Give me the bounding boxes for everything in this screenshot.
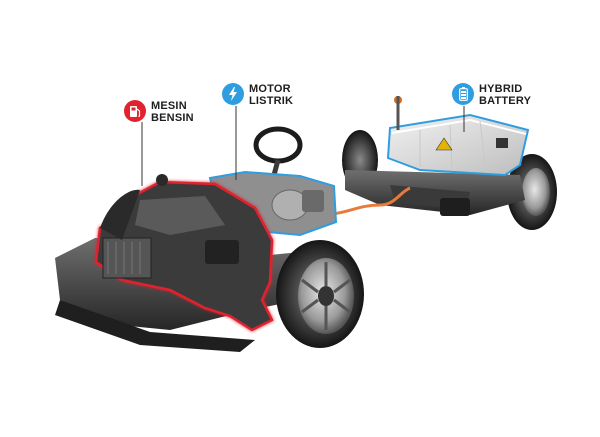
hybrid-battery-pack	[386, 96, 530, 177]
label-petrol-engine: MESIN BENSIN	[124, 100, 194, 124]
front-left-wheel	[100, 189, 140, 240]
label-line-1: MOTOR	[249, 83, 291, 95]
label-line-1: MESIN	[151, 100, 187, 112]
label-line-2: LISTRIK	[249, 95, 294, 107]
label-line-1: HYBRID	[479, 83, 523, 95]
front-right-wheel	[276, 240, 364, 348]
battery-icon	[452, 83, 474, 105]
label-electric-motor-text: MOTOR LISTRIK	[249, 83, 293, 107]
fuel-pump-icon	[124, 100, 146, 122]
petrol-engine	[94, 174, 274, 332]
label-hybrid-battery-text: HYBRID BATTERY	[479, 83, 531, 107]
label-line-2: BATTERY	[479, 95, 532, 107]
label-petrol-engine-text: MESIN BENSIN	[151, 100, 194, 124]
label-electric-motor: MOTOR LISTRIK	[222, 83, 293, 107]
lightning-bolt-icon	[222, 83, 244, 105]
label-line-2: BENSIN	[151, 112, 194, 124]
rear-right-wheel	[507, 154, 557, 230]
high-voltage-cable	[331, 186, 411, 216]
rear-subframe	[345, 170, 525, 216]
label-hybrid-battery: HYBRID BATTERY	[452, 83, 531, 107]
